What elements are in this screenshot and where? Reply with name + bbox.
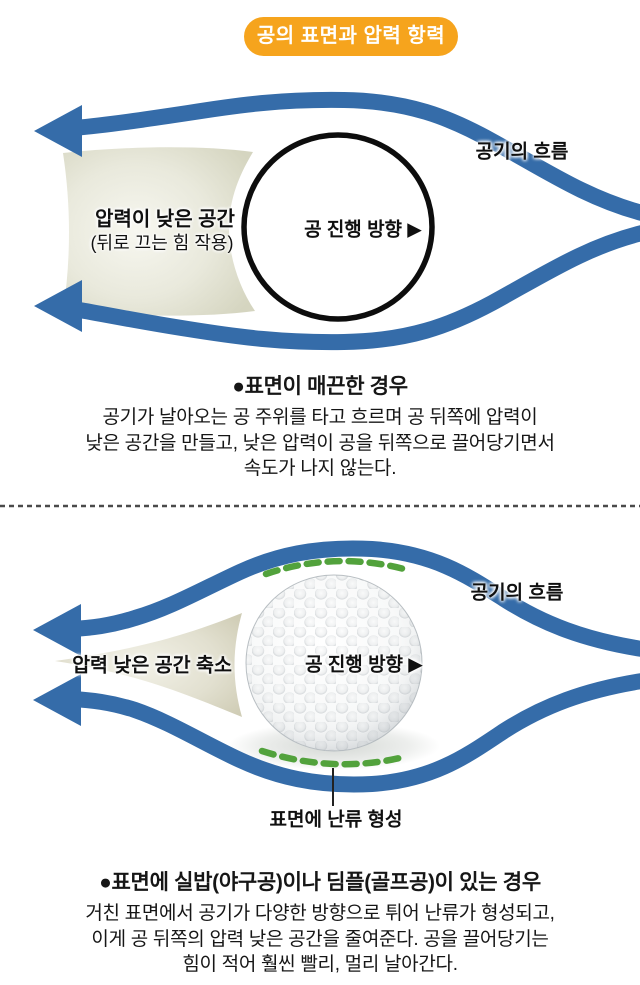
reduced-low-pressure-area <box>55 613 242 717</box>
ball-direction-label-smooth: 공 진행 방향 ▶ <box>304 219 422 241</box>
flow-band-bottom-upper <box>71 540 640 657</box>
flow-arrowhead <box>33 604 81 656</box>
smooth-ball-diagram <box>34 91 640 351</box>
air-flow-label-dimpled: 공기의 흐름 <box>470 582 564 604</box>
flow-arrowhead <box>34 105 82 157</box>
flow-band-top-lower <box>72 225 640 351</box>
pressure-reduced-label: 압력 낮은 공간 축소 <box>72 654 232 677</box>
smooth-caption-heading: ●표면이 매끈한 경우 <box>232 375 408 398</box>
flow-arrowhead <box>33 674 81 726</box>
title-badge: 공의 표면과 압력 항력 <box>244 17 458 56</box>
dimpled-caption: ●표면에 실밥(야구공)이나 딤플(골프공)이 있는 경우 거친 표면에서 공기… <box>0 866 640 978</box>
flow-band-top-upper <box>73 91 640 221</box>
smooth-caption-line: 낮은 공간을 만들고, 낮은 압력이 공을 뒤쪽으로 끌어당기면서 <box>85 432 555 454</box>
dimpled-caption-line: 이게 공 뒤쪽의 압력 낮은 공간을 줄여준다. 공을 끌어당기는 <box>91 928 549 950</box>
turbulence-dashes-top <box>262 557 408 578</box>
dimpled-ball-diagram <box>33 540 640 806</box>
smooth-caption: ●표면이 매끈한 경우 공기가 날아오는 공 주위를 타고 흐르며 공 뒤쪽에 … <box>0 370 640 482</box>
smooth-caption-line: 공기가 날아오는 공 주위를 타고 흐르며 공 뒤쪽에 압력이 <box>102 407 538 428</box>
smooth-ball <box>241 132 435 322</box>
flow-arrowhead <box>34 280 82 332</box>
dimpled-caption-line: 힘이 적어 훨씬 빨리, 멀리 날아간다. <box>182 954 458 975</box>
air-flow-label-smooth: 공기의 흐름 <box>475 141 569 163</box>
turbulence-dashes-bottom <box>258 747 408 768</box>
dimpled-caption-line: 거친 표면에서 공기가 다양한 방향으로 튀어 난류가 형성되고, <box>85 903 555 924</box>
golf-ball-shading <box>246 575 422 751</box>
dimpled-caption-heading: ●표면에 실밥(야구공)이나 딤플(골프공)이 있는 경우 <box>99 871 541 894</box>
smooth-caption-line: 속도가 나지 않는다. <box>243 458 397 479</box>
low-pressure-label: 압력이 낮은 공간 <box>95 208 235 231</box>
ball-direction-label-dimpled: 공 진행 방향 ▶ <box>305 654 423 676</box>
low-pressure-area <box>63 147 255 316</box>
turbulence-label: 표면에 난류 형성 <box>269 809 403 831</box>
low-pressure-note: (뒤로 끄는 힘 작용) <box>90 233 234 253</box>
